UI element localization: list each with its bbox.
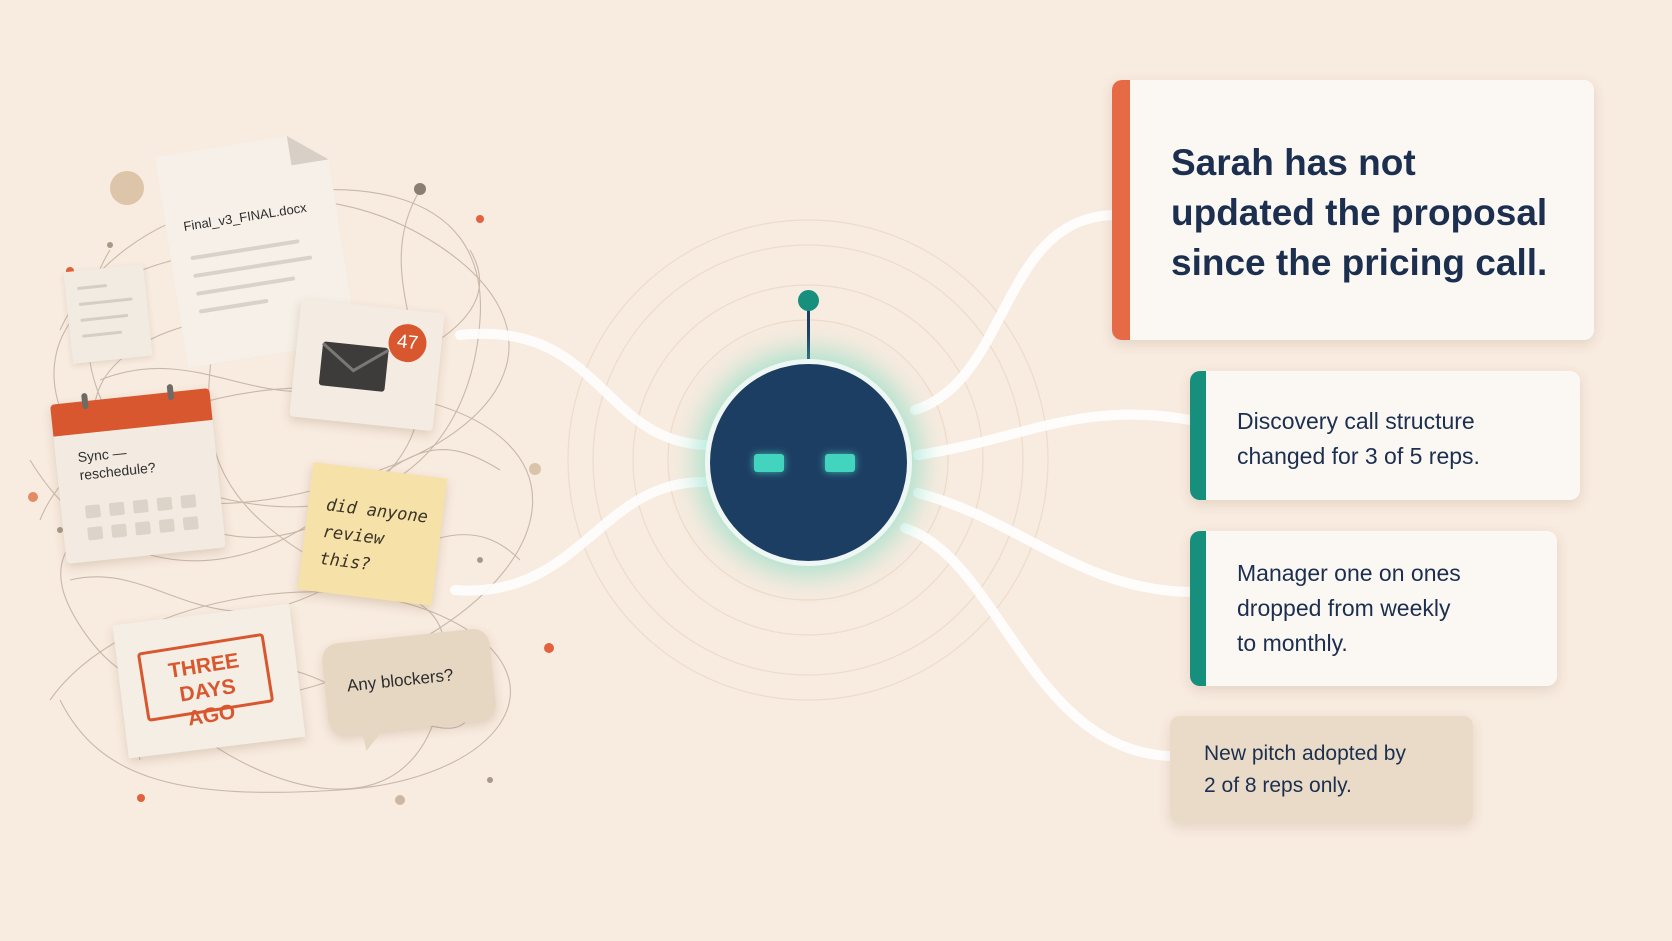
robot-head [705, 359, 912, 566]
paper-line [82, 330, 123, 338]
unread-count-badge: 47 [386, 322, 429, 364]
insight-text: Manager one on ones dropped from weekly … [1237, 560, 1461, 656]
insight-card: Discovery call structure changed for 3 o… [1190, 371, 1580, 500]
calendar-day [180, 494, 197, 509]
insight-text: Sarah has not updated the proposal since… [1171, 142, 1548, 283]
paper-line [80, 313, 129, 322]
calendar-day [132, 499, 149, 514]
calendar-day [156, 496, 173, 512]
calendar-day [87, 526, 104, 541]
insight-card: Manager one on ones dropped from weekly … [1190, 531, 1557, 686]
chat-bubble: Any blockers? [320, 627, 498, 736]
accent-bar [1190, 371, 1206, 500]
document-line [199, 299, 269, 314]
note-paper [63, 264, 153, 364]
calendar-day [84, 504, 102, 519]
document-line [196, 276, 295, 296]
insight-card-minor: New pitch adopted by 2 of 8 reps only. [1170, 716, 1473, 823]
paper-line [77, 283, 108, 291]
insight-text: Discovery call structure changed for 3 o… [1237, 408, 1480, 469]
insight-text: New pitch adopted by 2 of 8 reps only. [1204, 742, 1406, 797]
calendar-day [134, 521, 152, 536]
document-line [193, 255, 312, 278]
calendar-card: Sync — reschedule? [50, 383, 226, 564]
robot-antenna-tip [798, 290, 819, 311]
robot-eye-left [754, 454, 784, 472]
sticky-note: did anyone review this? [297, 462, 448, 606]
robot-antenna [807, 302, 810, 360]
calendar-event-text: Sync — reschedule? [76, 444, 157, 484]
paper-line [78, 297, 133, 306]
overdue-stamp: THREE DAYS AGO [136, 632, 275, 731]
output-flow-curves [900, 210, 1195, 761]
input-flow-curves [450, 328, 710, 596]
accent-bar [1190, 531, 1206, 686]
accent-bar [1112, 80, 1130, 340]
stamp-card: THREE DAYS AGO [112, 603, 306, 759]
calendar-day [108, 501, 125, 517]
sticky-note-text: did anyone review this? [318, 495, 429, 575]
calendar-day [158, 518, 175, 534]
document-line [190, 239, 299, 260]
calendar-day [182, 515, 199, 531]
envelope-icon [318, 341, 390, 392]
calendar-day [110, 523, 128, 539]
robot-eye-right [825, 454, 855, 472]
chat-bubble-text: Any blockers? [346, 665, 455, 696]
document-name: Final_v3_FINAL.docx [182, 199, 308, 234]
email-card: 47 [289, 298, 445, 432]
insight-card-primary: Sarah has not updated the proposal since… [1112, 80, 1594, 340]
